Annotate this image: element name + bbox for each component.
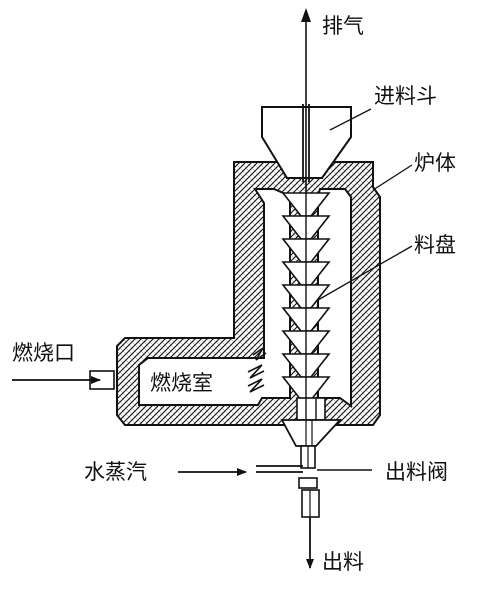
furnace-leader bbox=[372, 164, 413, 191]
tray-stack bbox=[281, 192, 331, 401]
flame-mark-2 bbox=[247, 364, 265, 379]
label-hopper: 进料斗 bbox=[374, 84, 437, 108]
label-steam: 水蒸汽 bbox=[84, 460, 147, 484]
discharge-cone bbox=[280, 419, 343, 447]
flame-mark-1 bbox=[252, 347, 267, 361]
tray-leader bbox=[317, 245, 413, 301]
label-discharge-valve: 出料阀 bbox=[385, 460, 448, 484]
discharge-valve bbox=[298, 477, 318, 489]
label-tray: 料盘 bbox=[414, 233, 456, 257]
label-burner-port: 燃烧口 bbox=[12, 341, 75, 365]
exhaust-arrow-icon bbox=[301, 8, 311, 22]
label-furnace-body: 炉体 bbox=[414, 151, 456, 175]
flame-mark-3 bbox=[247, 378, 265, 393]
label-exhaust: 排气 bbox=[322, 14, 364, 38]
hopper-leader bbox=[329, 108, 372, 131]
label-combustion-chamber: 燃烧室 bbox=[150, 371, 213, 395]
tray-base bbox=[296, 397, 326, 421]
label-discharge: 出料 bbox=[322, 550, 364, 574]
